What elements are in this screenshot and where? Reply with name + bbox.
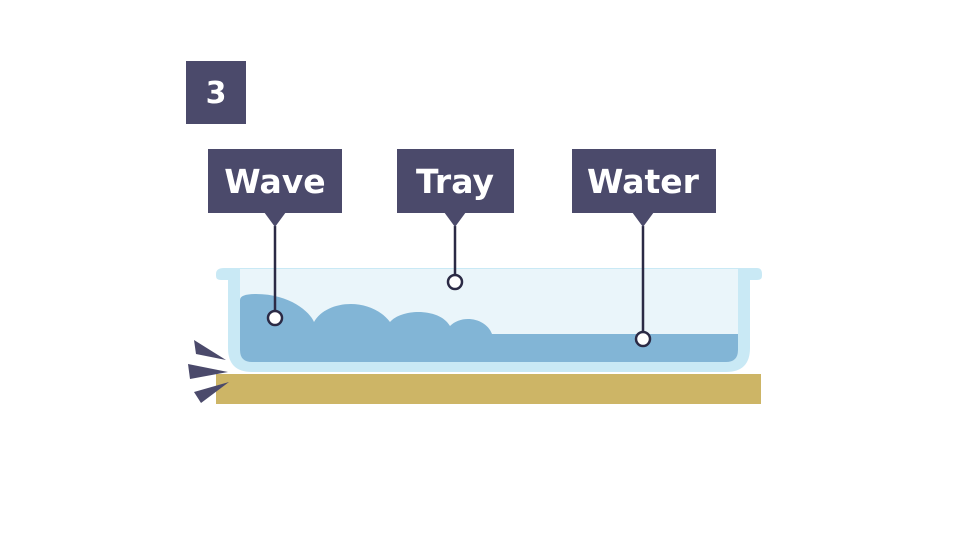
step-badge: 3 xyxy=(186,61,246,124)
water-marker xyxy=(634,330,652,348)
tray-label-text: Tray xyxy=(416,162,494,201)
tray-label: Tray xyxy=(397,149,514,227)
water-label-text: Water xyxy=(587,162,700,201)
water-label: Water xyxy=(572,149,716,227)
water xyxy=(240,294,738,362)
leader-lines xyxy=(273,226,645,333)
tray-marker xyxy=(446,273,464,291)
wave-marker xyxy=(266,309,284,327)
step-number: 3 xyxy=(206,76,227,111)
table-surface xyxy=(216,374,761,404)
impact-marks xyxy=(188,340,229,403)
wave-label: Wave xyxy=(208,149,342,227)
wave-label-text: Wave xyxy=(224,162,325,201)
